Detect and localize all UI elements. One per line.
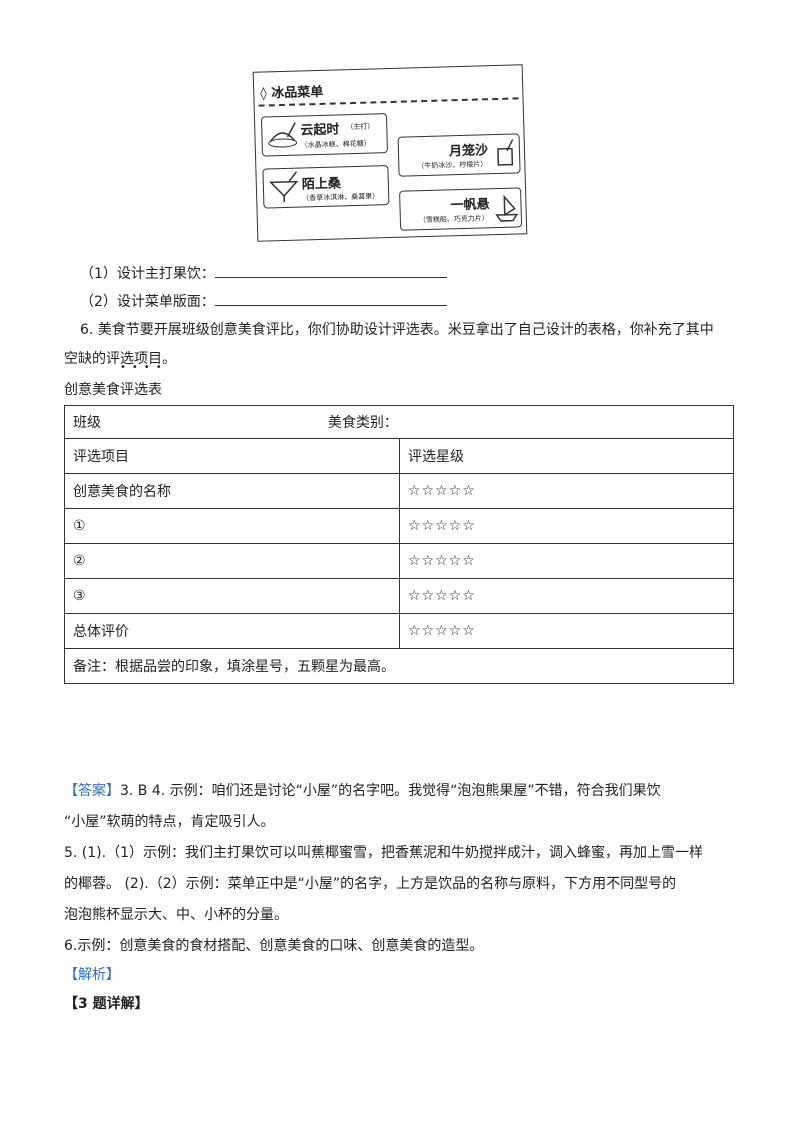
answer-line-4: 的椰蓉。 (2).（2）示例：菜单正中是“小屋”的名字，上方是饮品的名称与原料，… bbox=[64, 876, 677, 892]
answer-blank-2[interactable] bbox=[214, 291, 447, 306]
table-row: 班级 美食类别： bbox=[64, 405, 734, 439]
cup-icon bbox=[497, 139, 514, 166]
cake-icon bbox=[268, 122, 298, 148]
emphasis-dots: •••• bbox=[120, 362, 168, 373]
answer-line-3: 5. (1).（1）示例：我们主打果饮可以叫蕉椰蜜雪，把香蕉泥和牛奶搅拌成汁，调… bbox=[64, 845, 703, 861]
header-stars: 评选星级 bbox=[399, 438, 734, 474]
table-row: 总体评价 ☆☆☆☆☆ bbox=[64, 613, 734, 649]
menu-item-3: 陌上桑 （香草冰淇淋、桑葚果） bbox=[262, 165, 390, 209]
table-row: ① ☆☆☆☆☆ bbox=[64, 508, 734, 544]
star-rating[interactable]: ☆☆☆☆☆ bbox=[399, 508, 734, 544]
question-6-line2: 空缺的评选项目。 bbox=[64, 351, 176, 367]
analysis-tag: 【解析】 bbox=[64, 967, 120, 983]
question-5-1: （1）设计主打果饮： bbox=[80, 263, 447, 284]
star-rating[interactable]: ☆☆☆☆☆ bbox=[399, 543, 734, 579]
table-row: 创意美食的名称 ☆☆☆☆☆ bbox=[64, 473, 734, 509]
menu-item-1: 云起时 （主打） （水晶冰糕、棉花糖） bbox=[260, 113, 389, 157]
menu-item-4: 一帆悬 （雪糕船、巧克力片） bbox=[399, 187, 523, 231]
question-5-2: （2）设计菜单版面： bbox=[80, 291, 447, 312]
table-note: 备注：根据品尝的印象，填涂星号，五颗星为最高。 bbox=[64, 648, 734, 684]
food-type-label: 美食类别： bbox=[327, 415, 398, 431]
table-title: 创意美食评选表 bbox=[64, 382, 162, 398]
answer-line-2: “小屋”软萌的特点，肯定吸引人。 bbox=[64, 814, 275, 830]
table-note-row: 备注：根据品尝的印象，填涂星号，五颗星为最高。 bbox=[64, 648, 734, 684]
ice-cream-icon: ◊ bbox=[260, 86, 267, 102]
table-row: ② ☆☆☆☆☆ bbox=[64, 543, 734, 579]
table-row: ③ ☆☆☆☆☆ bbox=[64, 578, 734, 614]
answer-line-5: 泡泡熊杯显示大、中、小杯的分量。 bbox=[64, 907, 288, 923]
menu-card-image: ◊ 冰品菜单 云起时 （主打） （水晶冰糕、棉花糖） 月笼沙 （牛奶冰沙、柠檬片… bbox=[252, 64, 528, 242]
answer-blank-1[interactable] bbox=[214, 263, 447, 278]
star-rating[interactable]: ☆☆☆☆☆ bbox=[399, 613, 734, 649]
evaluation-table: 班级 美食类别： 评选项目 评选星级 创意美食的名称 ☆☆☆☆☆ ① ☆☆☆☆☆… bbox=[64, 405, 734, 684]
star-rating[interactable]: ☆☆☆☆☆ bbox=[399, 578, 734, 614]
class-label: 班级 bbox=[73, 415, 101, 431]
menu-header: ◊ 冰品菜单 bbox=[260, 84, 324, 102]
menu-item-2: 月笼沙 （牛奶冰沙、柠檬片） bbox=[397, 133, 521, 177]
answer-line-6: 6.示例：创意美食的食材搭配、创意美食的口味、创意美食的造型。 bbox=[64, 938, 484, 954]
answer-tag: 【答案】 bbox=[64, 783, 120, 799]
table-header-row: 评选项目 评选星级 bbox=[64, 438, 734, 474]
answer-line-1: 【答案】3. B 4. 示例：咱们还是讨论“小屋”的名字吧。我觉得“泡泡熊果屋”… bbox=[64, 783, 661, 799]
boat-icon bbox=[495, 194, 519, 222]
sundae-icon bbox=[269, 171, 299, 202]
question-6-line1: 6. 美食节要开展班级创意美食评比，你们协助设计评选表。米豆拿出了自己设计的表格… bbox=[80, 322, 714, 338]
star-rating[interactable]: ☆☆☆☆☆ bbox=[399, 473, 734, 509]
header-item: 评选项目 bbox=[64, 438, 400, 474]
detail-tag: 【3 题详解】 bbox=[64, 996, 149, 1012]
